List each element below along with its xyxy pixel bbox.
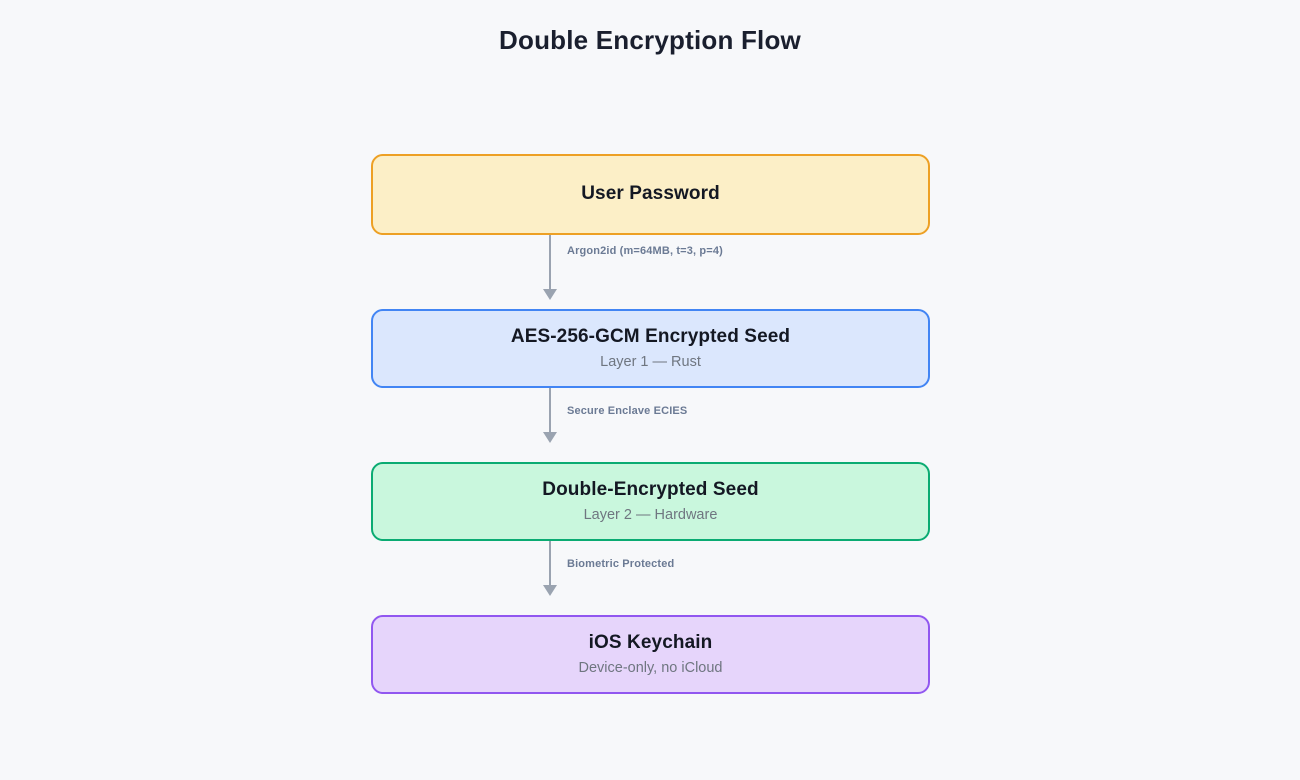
flow-node-title: iOS Keychain [588, 631, 713, 653]
flow-node-title: User Password [581, 183, 720, 205]
flow-edge-label: Argon2id (m=64MB, t=3, p=4) [567, 245, 723, 257]
arrow-down-icon [543, 432, 557, 443]
flowchart: User Password Argon2id (m=64MB, t=3, p=4… [371, 154, 930, 694]
arrow-down-icon [543, 289, 557, 300]
edge-line [549, 388, 551, 434]
flow-edge-label: Secure Enclave ECIES [567, 405, 688, 417]
page-title: Double Encryption Flow [499, 25, 801, 55]
flow-node-subtitle: Device-only, no iCloud [578, 660, 723, 677]
edge-line [549, 235, 551, 291]
flow-node-aes-encrypted-seed[interactable]: AES-256-GCM Encrypted Seed Layer 1 — Rus… [371, 309, 930, 388]
flow-edge-biometric: Biometric Protected [371, 541, 930, 615]
flow-node-title: AES-256-GCM Encrypted Seed [510, 325, 791, 347]
flow-node-user-password[interactable]: User Password [371, 154, 930, 235]
arrow-down-icon [543, 585, 557, 596]
flow-node-double-encrypted-seed[interactable]: Double-Encrypted Seed Layer 2 — Hardware [371, 462, 930, 541]
flow-node-ios-keychain[interactable]: iOS Keychain Device-only, no iCloud [371, 615, 930, 694]
flow-node-title: Double-Encrypted Seed [542, 478, 759, 500]
flow-edge-label: Biometric Protected [567, 558, 675, 570]
flow-node-subtitle: Layer 2 — Hardware [583, 507, 718, 524]
flow-node-subtitle: Layer 1 — Rust [600, 354, 701, 371]
edge-line [549, 541, 551, 587]
flow-edge-secure-enclave: Secure Enclave ECIES [371, 388, 930, 462]
flow-edge-argon2id: Argon2id (m=64MB, t=3, p=4) [371, 235, 930, 309]
